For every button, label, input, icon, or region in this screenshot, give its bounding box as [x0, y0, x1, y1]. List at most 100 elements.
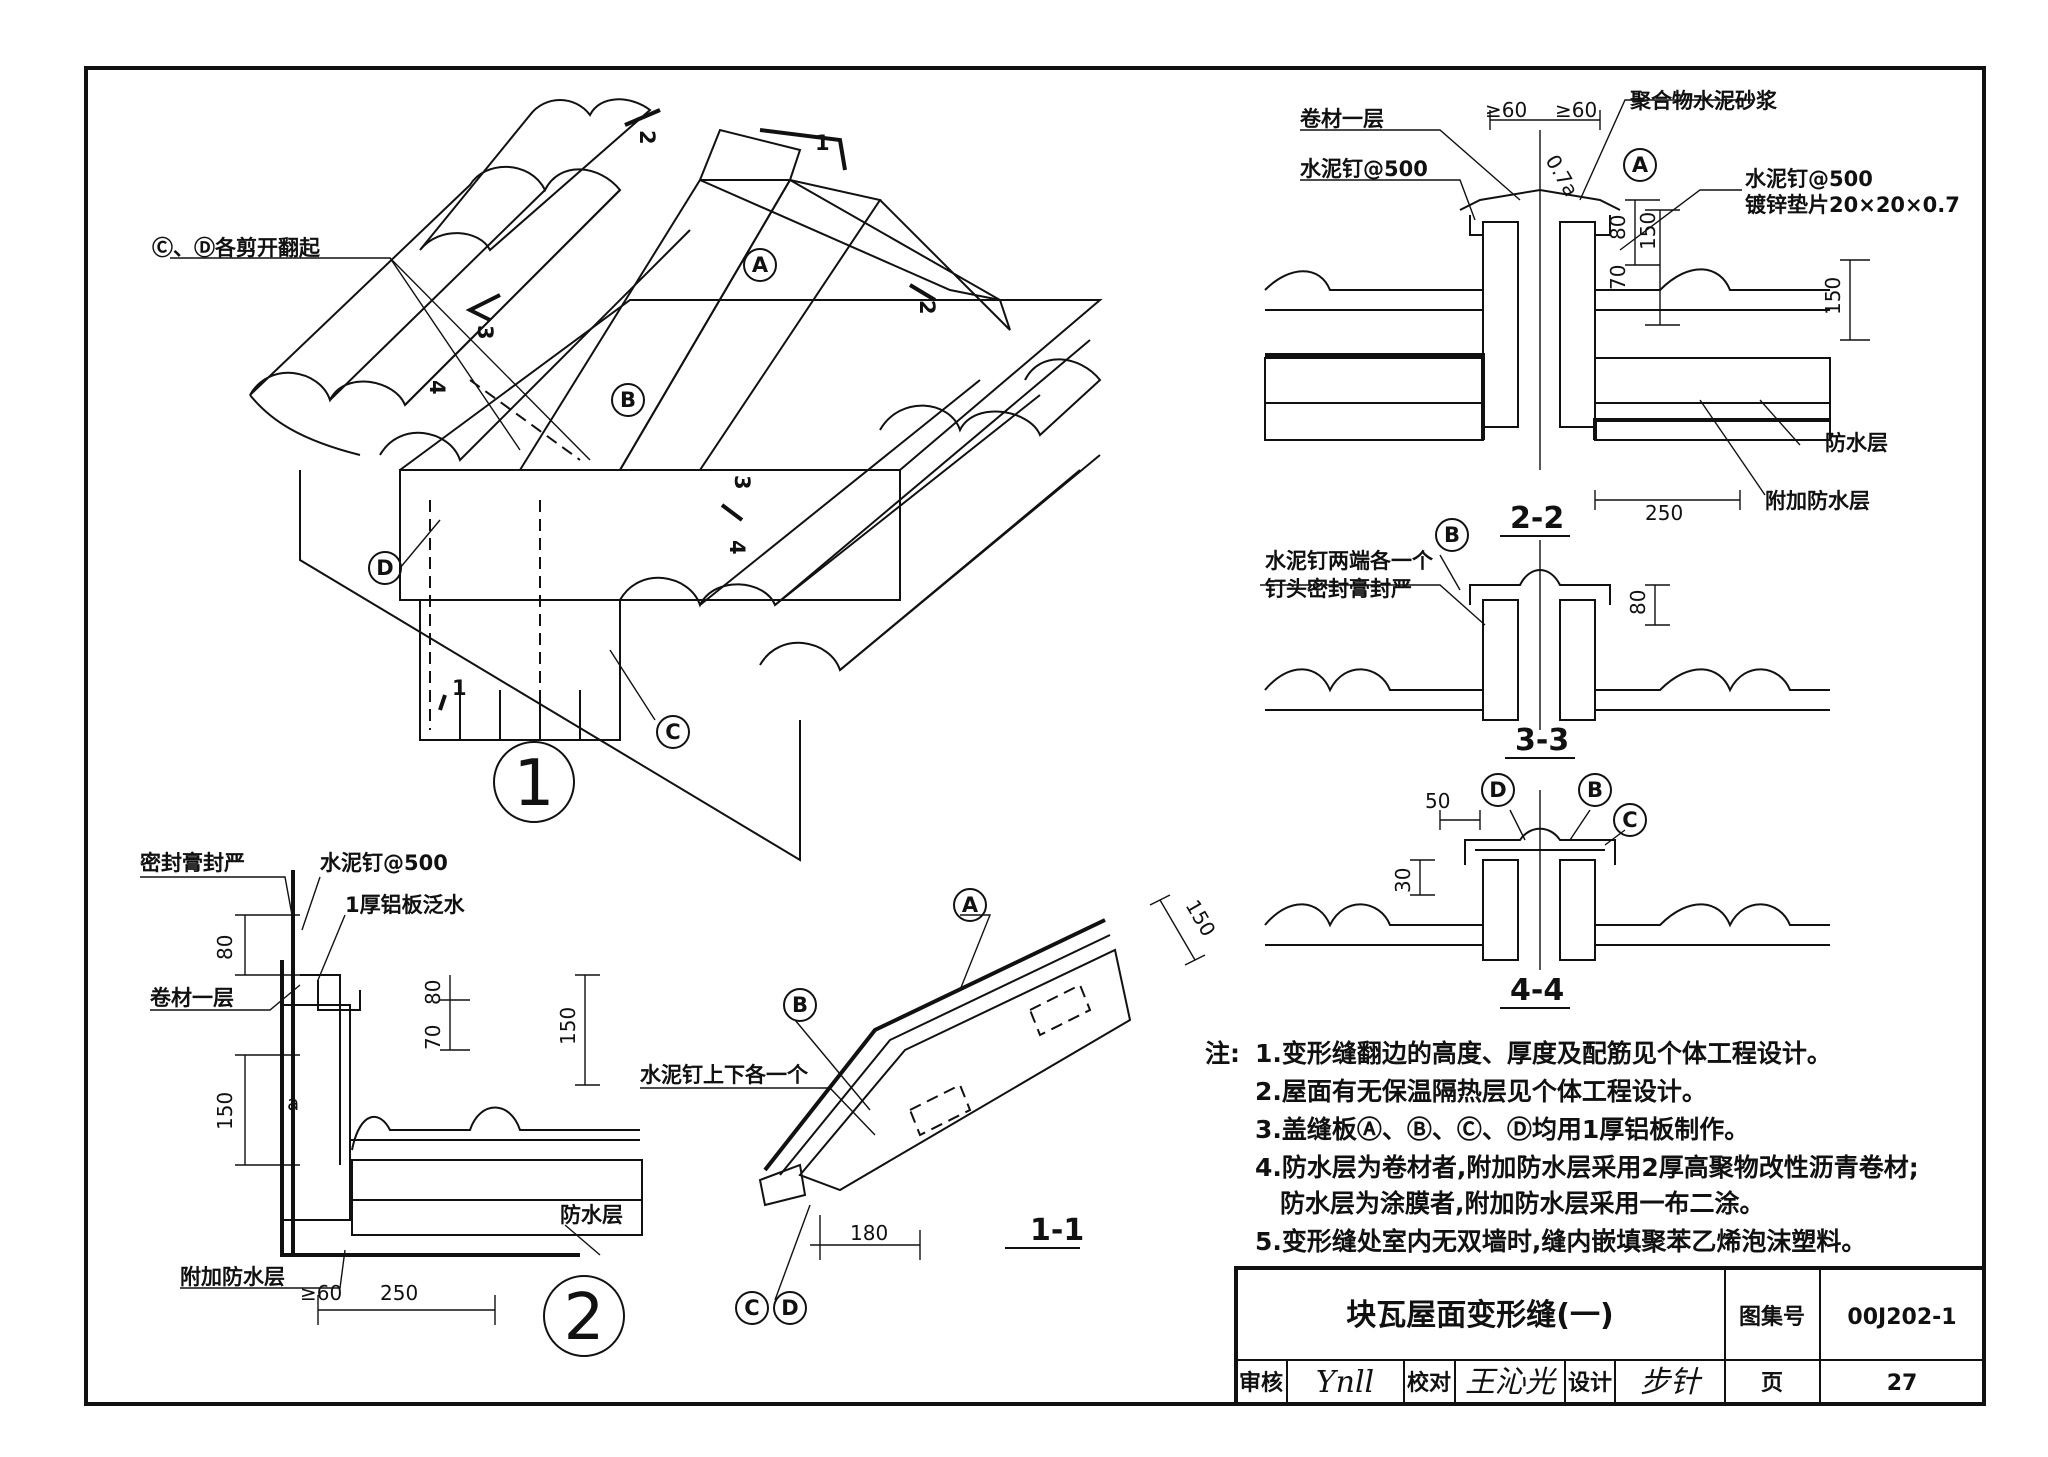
- svg-text:C: C: [744, 1296, 759, 1320]
- dim-150-22-inner: 150: [1636, 212, 1660, 250]
- callout-D-11: D: [773, 1291, 807, 1325]
- drawing-frame: [84, 66, 1986, 1406]
- cut-mark-1-bottom: 1: [452, 676, 467, 700]
- label-membrane-left: 卷材一层: [150, 986, 234, 1010]
- section-title-1-1: 1-1: [1030, 1213, 1084, 1248]
- label-waterproof-right: 防水层: [1825, 431, 1888, 455]
- dim-80-left: 80: [213, 935, 237, 960]
- callout-A-22: A: [1623, 148, 1657, 182]
- svg-text:D: D: [1489, 778, 1506, 802]
- label-waterproof-left: 防水层: [560, 1203, 623, 1227]
- callout-B-44: B: [1578, 773, 1612, 807]
- notes-block: 注: 1.变形缝翻边的高度、厚度及配筋见个体工程设计。 2.屋面有无保温隔热层见…: [1205, 1039, 1919, 1256]
- dim-80-left-small: 80: [421, 980, 445, 1005]
- note-2: 2.屋面有无保温隔热层见个体工程设计。: [1255, 1077, 1707, 1106]
- review-label: 审核: [1239, 1370, 1283, 1396]
- dim-07a: 0.7a: [1541, 151, 1584, 201]
- svg-text:A: A: [752, 253, 769, 277]
- label-sealant: 密封膏封严: [140, 851, 245, 875]
- review-signature: Ynll: [1316, 1365, 1374, 1400]
- dim-60-22-left: ≥60: [1485, 98, 1527, 122]
- callout-D-44: D: [1481, 773, 1515, 807]
- note-4-cont: 防水层为涂膜者,附加防水层采用一布二涂。: [1280, 1189, 1765, 1218]
- callout-B-11: B: [783, 988, 817, 1022]
- dim-60-22-right: ≥60: [1555, 98, 1597, 122]
- svg-text:B: B: [1587, 778, 1603, 802]
- dim-250-left: 250: [380, 1281, 418, 1305]
- label-washer: 镀锌垫片20×20×0.7: [1745, 193, 1960, 217]
- callout-C-44: C: [1613, 803, 1647, 837]
- dim-70-22: 70: [1606, 265, 1630, 290]
- dim-80-33: 80: [1626, 590, 1650, 615]
- cut-mark-3-right: 3: [730, 475, 754, 490]
- check-label: 校对: [1407, 1370, 1451, 1396]
- page-number: 27: [1887, 1371, 1918, 1396]
- svg-text:D: D: [376, 556, 393, 580]
- dim-80-22: 80: [1606, 215, 1630, 240]
- cut-mark-1-top: 1: [815, 131, 830, 155]
- callout-B-33: B: [1435, 518, 1469, 552]
- design-label: 设计: [1568, 1371, 1612, 1396]
- dim-70-left: 70: [421, 1025, 445, 1050]
- svg-text:B: B: [792, 993, 808, 1017]
- svg-text:B: B: [620, 388, 636, 412]
- title-block: 块瓦屋面变形缝(一) 图集号 00J202-1 审核 Ynll 校对 王沁光 设…: [1234, 1266, 1986, 1406]
- cut-mark-2-right: 2: [915, 300, 939, 315]
- atlas-number: 00J202-1: [1847, 1305, 1956, 1330]
- dim-150-left-right: 150: [556, 1007, 580, 1045]
- label-extra-waterproof-right: 附加防水层: [1765, 489, 1870, 513]
- cut-mark-2-top: 2: [635, 130, 659, 145]
- note-1: 1.变形缝翻边的高度、厚度及配筋见个体工程设计。: [1255, 1039, 1832, 1068]
- section-3-3: [1260, 540, 1830, 730]
- dim-150-left: 150: [213, 1092, 237, 1130]
- note-3: 3.盖缝板Ⓐ、Ⓑ、Ⓒ、Ⓓ均用1厚铝板制作。: [1255, 1115, 1749, 1144]
- atlas-label: 图集号: [1739, 1304, 1805, 1330]
- sheet-title: 块瓦屋面变形缝(一): [1346, 1298, 1613, 1333]
- detail-1-marker: 1: [493, 741, 575, 823]
- cut-mark-4-left: 4: [425, 380, 449, 395]
- dim-150-22-outer: 150: [1821, 277, 1845, 315]
- label-membrane-right: 卷材一层: [1300, 107, 1384, 131]
- label-nail-up-down: 水泥钉上下各一个: [640, 1063, 809, 1087]
- check-signature: 王沁光: [1465, 1365, 1557, 1400]
- cut-mark-3-left: 3: [473, 325, 497, 340]
- section-4-4: [1264, 790, 1830, 970]
- design-signature: 步针: [1640, 1365, 1703, 1400]
- svg-text:A: A: [1632, 153, 1649, 177]
- section-title-4-4: 4-4: [1510, 973, 1564, 1008]
- section-title-2-2: 2-2: [1510, 501, 1564, 536]
- label-al-flashing: 1厚铝板泛水: [345, 893, 466, 917]
- svg-text:B: B: [1444, 523, 1460, 547]
- label-nail-each-side: 水泥钉两端各一个: [1265, 549, 1434, 573]
- svg-text:D: D: [781, 1296, 798, 1320]
- dim-250-22: 250: [1645, 501, 1683, 525]
- section-title-3-3: 3-3: [1515, 723, 1569, 758]
- svg-text:A: A: [962, 893, 979, 917]
- dim-60-left: ≥60: [300, 1281, 342, 1305]
- page-label: 页: [1761, 1371, 1783, 1396]
- cut-mark-4-right: 4: [725, 540, 749, 555]
- label-nail-head-seal: 钉头密封膏封严: [1265, 577, 1412, 601]
- label-cement-nail-left: 水泥钉@500: [320, 851, 448, 875]
- detail-2-marker: 2: [543, 1275, 625, 1357]
- callout-B-iso: B: [611, 383, 645, 417]
- label-cement-nail-right: 水泥钉@500: [1745, 167, 1873, 191]
- callout-C-11: C: [735, 1291, 769, 1325]
- callout-C-iso: C: [656, 715, 690, 749]
- dim-30-44: 30: [1391, 868, 1415, 893]
- svg-text:C: C: [1622, 808, 1637, 832]
- svg-text:1: 1: [514, 747, 555, 821]
- label-a: a: [287, 1091, 299, 1115]
- label-cement-nail-22: 水泥钉@500: [1300, 157, 1428, 181]
- section-1-1: [640, 894, 1206, 1301]
- svg-text:C: C: [665, 720, 680, 744]
- callout-D-iso: D: [368, 551, 402, 585]
- label-extra-waterproof-left: 附加防水层: [180, 1265, 285, 1289]
- svg-text:2: 2: [564, 1281, 605, 1355]
- detail-2-section: [140, 870, 643, 1325]
- section-2-2: [1264, 99, 1870, 510]
- dim-180: 180: [850, 1221, 888, 1245]
- label-polymer-mortar: 聚合物水泥砂浆: [1629, 89, 1778, 113]
- dim-150-11: 150: [1181, 896, 1221, 941]
